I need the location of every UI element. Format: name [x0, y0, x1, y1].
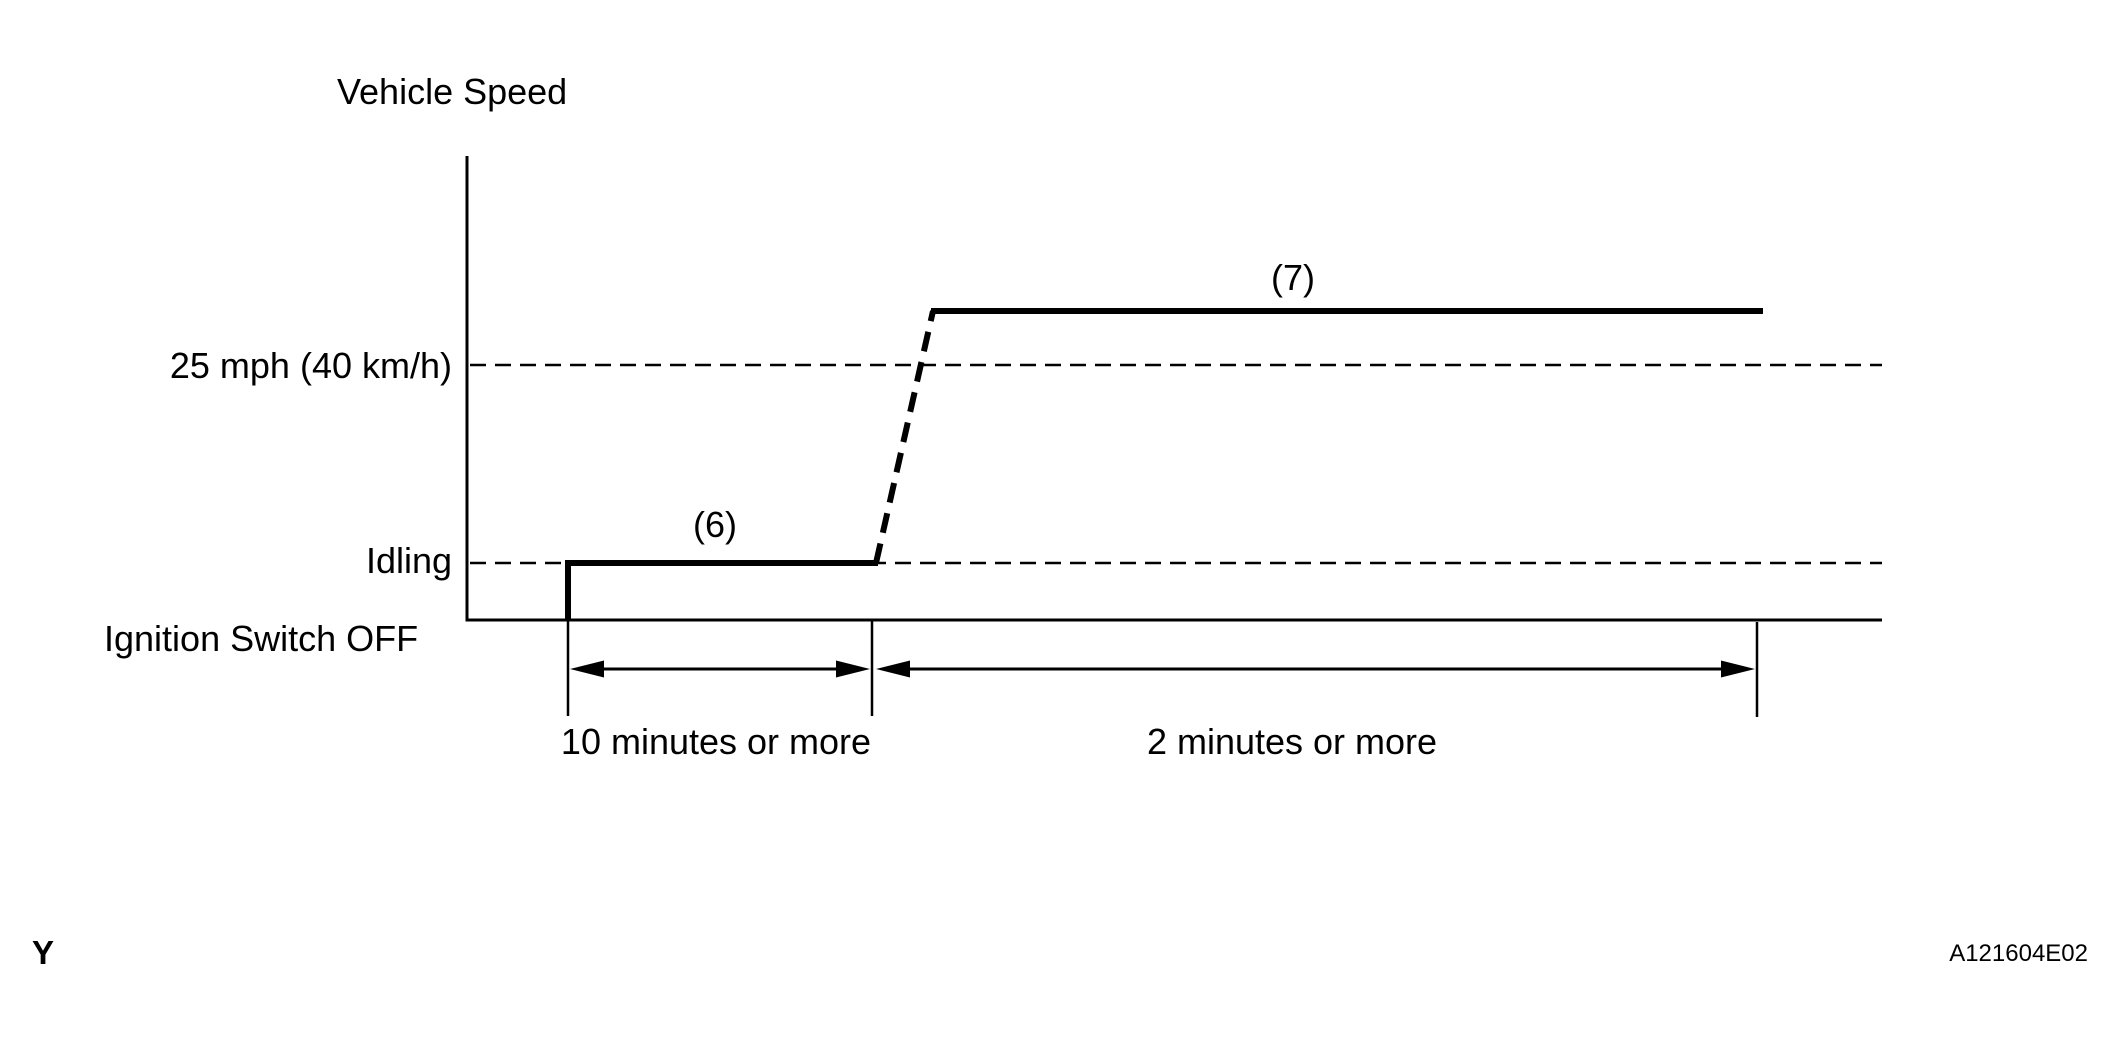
trace-idling-segment	[565, 560, 878, 621]
dimension-arrow-1-left-head	[570, 660, 604, 678]
figure-code: A121604E02	[1949, 940, 2088, 967]
y-axis-title: Vehicle Speed	[337, 71, 568, 112]
level-label-idling: Idling	[365, 540, 452, 581]
segment-6-callout: (6)	[693, 504, 737, 545]
trace-acceleration-dashed	[873, 310, 936, 564]
dimension-arrow-2-right-head	[1721, 660, 1755, 678]
dimension-arrow-2-left-head	[876, 660, 910, 678]
section-marker: Y	[32, 934, 55, 971]
segment-7-callout: (7)	[1271, 257, 1315, 298]
level-label-ignition-off: Ignition Switch OFF	[104, 618, 419, 659]
duration-label-first: 10 minutes or more	[560, 721, 872, 762]
level-label-25mph: 25 mph (40 km/h)	[169, 345, 452, 386]
duration-label-second: 2 minutes or more	[1146, 721, 1438, 762]
dimension-arrow-1-right-head	[836, 660, 870, 678]
